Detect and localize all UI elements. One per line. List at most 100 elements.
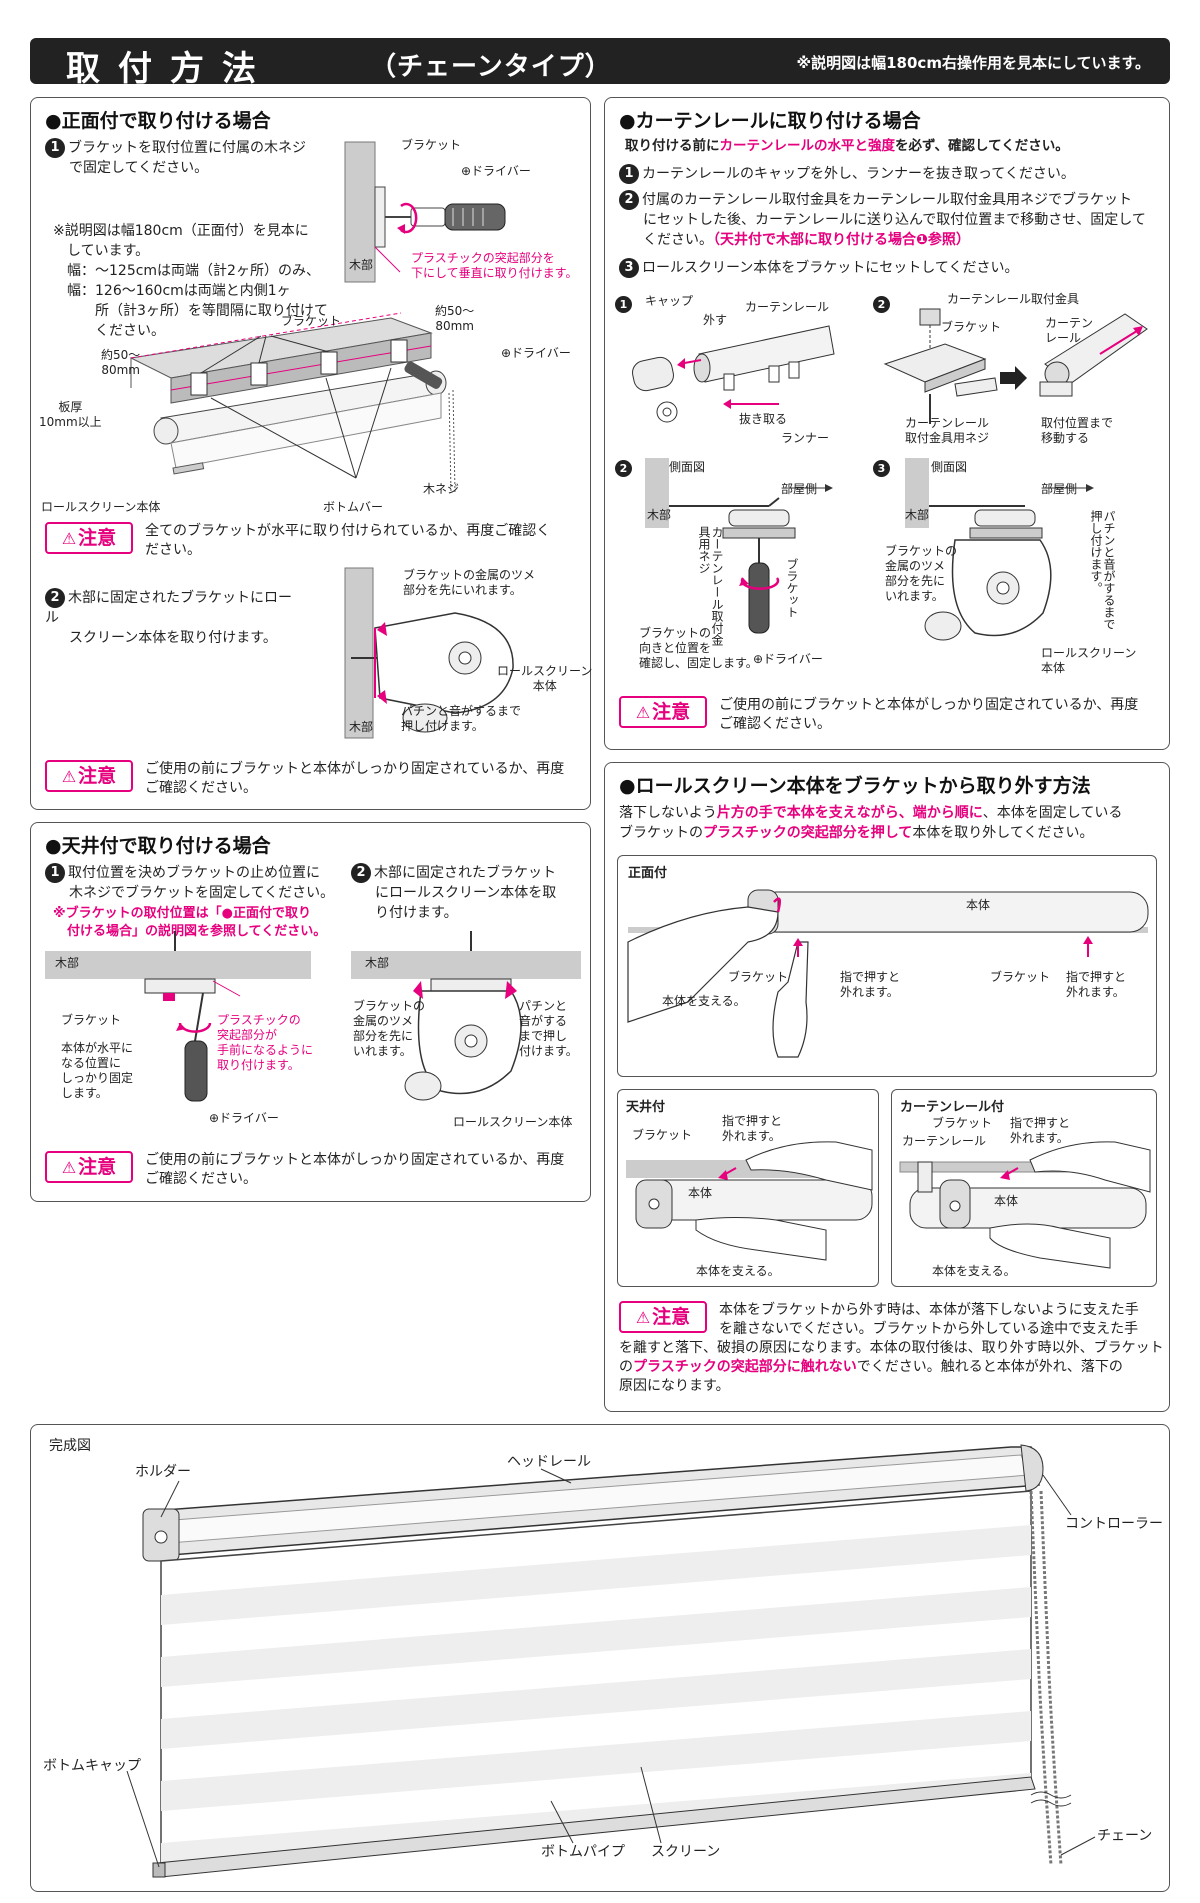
- removal-panel: ●ロールスクリーン本体をブラケットから取り外す方法 落下しないよう片方の手で本体…: [604, 762, 1170, 1412]
- step-number: 1: [45, 138, 65, 158]
- figA-driver-label: ⊕ドライバー: [209, 1111, 279, 1125]
- fig2-dim-left: 約50～80mm: [101, 348, 141, 377]
- curtain-rail-label: カーテンレール: [745, 300, 830, 314]
- figB-claw-label: ブラケットの金属のツメ部分を先にいれます。: [353, 999, 426, 1058]
- curtain-rail-heading: ●カーテンレールに取り付ける場合: [619, 110, 921, 132]
- fitting-assembly-illustration: [883, 308, 1148, 424]
- controller-label: コントローラー: [1065, 1516, 1163, 1532]
- figB-body-label: ロールスクリーン本体: [453, 1115, 573, 1129]
- railfit-rail-label: カーテンレール: [902, 1134, 987, 1148]
- ceil-bracket-label: ブラケット: [632, 1128, 693, 1142]
- removal-front-panel: 正面付 本体 ブラケット 指で押すと外れます。 ブラケット 指で押すと外れます。…: [617, 855, 1157, 1077]
- caution-text-cont: を離すと落下、破損の原因になります。本体の取付後は、取り外す時以外、ブラケット …: [619, 1340, 1164, 1394]
- side3-claw-label: ブラケットの金属のツメ部分を先にいれます。: [885, 544, 958, 603]
- fitting-screw-label: カーテンレール取付金具用ネジ: [905, 416, 990, 445]
- side-view-label: 側面図: [669, 460, 706, 474]
- figA-wood-label: 木部: [55, 956, 80, 970]
- side-driver-label: ⊕ドライバー: [753, 652, 823, 666]
- caution-text: ご使用の前にブラケットと本体がしっかり固定されているか、再度ご確認ください。: [145, 1152, 565, 1187]
- fig3-claw-label: ブラケットの金属のツメ部分を先にいれます。: [403, 568, 536, 597]
- removal-front-title: 正面付: [628, 866, 668, 881]
- screen-label: スクリーン: [651, 1844, 721, 1860]
- rail-caution: ⚠注意 ご使用の前にブラケットと本体がしっかり固定されているか、再度ご確認くださ…: [619, 696, 1159, 736]
- figure-number: 3: [873, 460, 890, 477]
- caution-badge: ⚠注意: [45, 760, 133, 792]
- fig1-driver-label: ⊕ドライバー: [461, 164, 531, 178]
- side3-body-label: ロールスクリーン本体: [1041, 646, 1137, 675]
- head-rail-label: ヘッドレール: [507, 1454, 591, 1470]
- ceil-body-label: 本体: [688, 1186, 713, 1200]
- side-check-label: ブラケットの向きと位置を確認し、固定します。: [639, 626, 758, 670]
- remove-label: 外す: [703, 313, 728, 327]
- front-bracket2-label: ブラケット: [990, 970, 1051, 984]
- caution-text: 本体をブラケットから外す時は、本体が落下しないように支えた手を離さないでください…: [719, 1302, 1139, 1337]
- cap-label: キャップ: [645, 294, 694, 308]
- ceil-push-label: 指で押すと外れます。: [722, 1114, 783, 1143]
- removal-ceiling-illustration: [626, 1141, 873, 1261]
- removal-heading: ●ロールスクリーン本体をブラケットから取り外す方法: [619, 775, 1091, 797]
- step-number: 1: [45, 863, 65, 883]
- railfit-push-label: 指で押すと外れます。: [1010, 1116, 1071, 1145]
- attach-body-illustration: [344, 567, 514, 739]
- caution-badge: ⚠注意: [619, 696, 707, 728]
- figure-number: 2: [615, 460, 632, 477]
- fig1-plastic-note: プラスチックの突起部分を下にして垂直に取り付けます。: [411, 251, 578, 280]
- curtain-rail-panel: ●カーテンレールに取り付ける場合 取り付ける前にカーテンレールの水平と強度を必ず…: [604, 97, 1170, 750]
- removal-rail-illustration: [899, 1141, 1151, 1269]
- side-screw-label: カーテンレール取付金具用ネジ: [697, 526, 724, 646]
- bottom-cap-label: ボトムキャップ: [43, 1758, 141, 1774]
- ceiling-attach-illustration: [351, 931, 581, 1101]
- front-support-label: 本体を支える。: [662, 994, 746, 1008]
- removal-ceiling-panel: 天井付 ブラケット 指で押すと外れます。 本体 本体を支える。: [617, 1089, 879, 1287]
- caution-text: 全てのブラケットが水平に取り付けられているか、再度ご確認ください。: [145, 523, 551, 558]
- rail-attach-body-illustration: [905, 458, 1094, 641]
- front-push2-label: 指で押すと外れます。: [1066, 970, 1127, 999]
- page-title: 取付方法: [66, 49, 274, 89]
- caution-text: ご使用の前にブラケットと本体がしっかり固定されているか、再度ご確認ください。: [719, 697, 1139, 732]
- completed-title: 完成図: [49, 1438, 91, 1454]
- railfit-bracket-label: ブラケット: [932, 1116, 993, 1130]
- ceiling-step1-note: ※ブラケットの取付位置は「●正面付で取り付ける場合」の説明図を参照してください。: [53, 906, 327, 939]
- fig3-click-label: パチンと音がするまで押し付けます。: [401, 704, 522, 733]
- front-bracket1-label: ブラケット: [728, 970, 789, 984]
- removal-rail-title: カーテンレール付: [900, 1100, 1005, 1115]
- figA-bracket-label: ブラケット: [61, 1013, 122, 1027]
- ceiling-mount-heading: ●天井付で取り付ける場合: [45, 835, 271, 857]
- front-install-illustration: [129, 312, 456, 494]
- room-side-label: 部屋側: [781, 482, 818, 496]
- front-mount-heading: ●正面付で取り付ける場合: [45, 110, 271, 132]
- caution-text: ご使用の前にブラケットと本体がしっかり固定されているか、再度ご確認ください。: [145, 761, 565, 796]
- bracket-driver-illustration: [344, 141, 506, 283]
- fitting-bracket-label: ブラケット: [941, 320, 1002, 334]
- figB-click-label: パチンと音がするまで押し付けます。: [519, 999, 578, 1058]
- step-number: 2: [45, 588, 65, 608]
- step-number: 2: [351, 863, 371, 883]
- figB-wood-label: 木部: [365, 956, 390, 970]
- figA-level-label: 本体が水平になる位置にしっかり固定します。: [61, 1041, 134, 1100]
- chain-label: チェーン: [1097, 1828, 1153, 1844]
- step-number: 1: [619, 164, 639, 184]
- front-caution-2: ⚠注意 ご使用の前にブラケットと本体がしっかり固定されているか、再度ご確認くださ…: [45, 760, 575, 800]
- side3-click-label: パチンと音がするまで押し付けます。: [1089, 510, 1116, 630]
- caution-badge: ⚠注意: [45, 522, 133, 554]
- removal-ceiling-title: 天井付: [626, 1100, 666, 1115]
- side3-view-label: 側面図: [931, 460, 968, 474]
- page-header: 取付方法 （チェーンタイプ） ※説明図は幅180cm右操作用を見本にしています。: [30, 38, 1170, 89]
- pull-label: 抜き取る: [739, 412, 788, 426]
- bottom-pipe-label: ボトムパイプ: [541, 1844, 625, 1860]
- step-number: 2: [619, 190, 639, 210]
- completed-roller-illustration: [126, 1444, 1096, 1878]
- removal-front-illustration: [627, 889, 1149, 1058]
- removal-caution: ⚠注意 本体をブラケットから外す時は、本体が落下しないように支えた手を離さないで…: [619, 1301, 1164, 1401]
- page-subtitle: （チェーンタイプ）: [370, 52, 612, 82]
- curtain-rail-lead: 取り付ける前にカーテンレールの水平と強度を必ず、確認してください。: [625, 138, 1069, 154]
- side3-wood-label: 木部: [905, 508, 930, 522]
- ceiling-bracket-illustration: [45, 931, 311, 1102]
- holder-label: ホルダー: [135, 1464, 191, 1480]
